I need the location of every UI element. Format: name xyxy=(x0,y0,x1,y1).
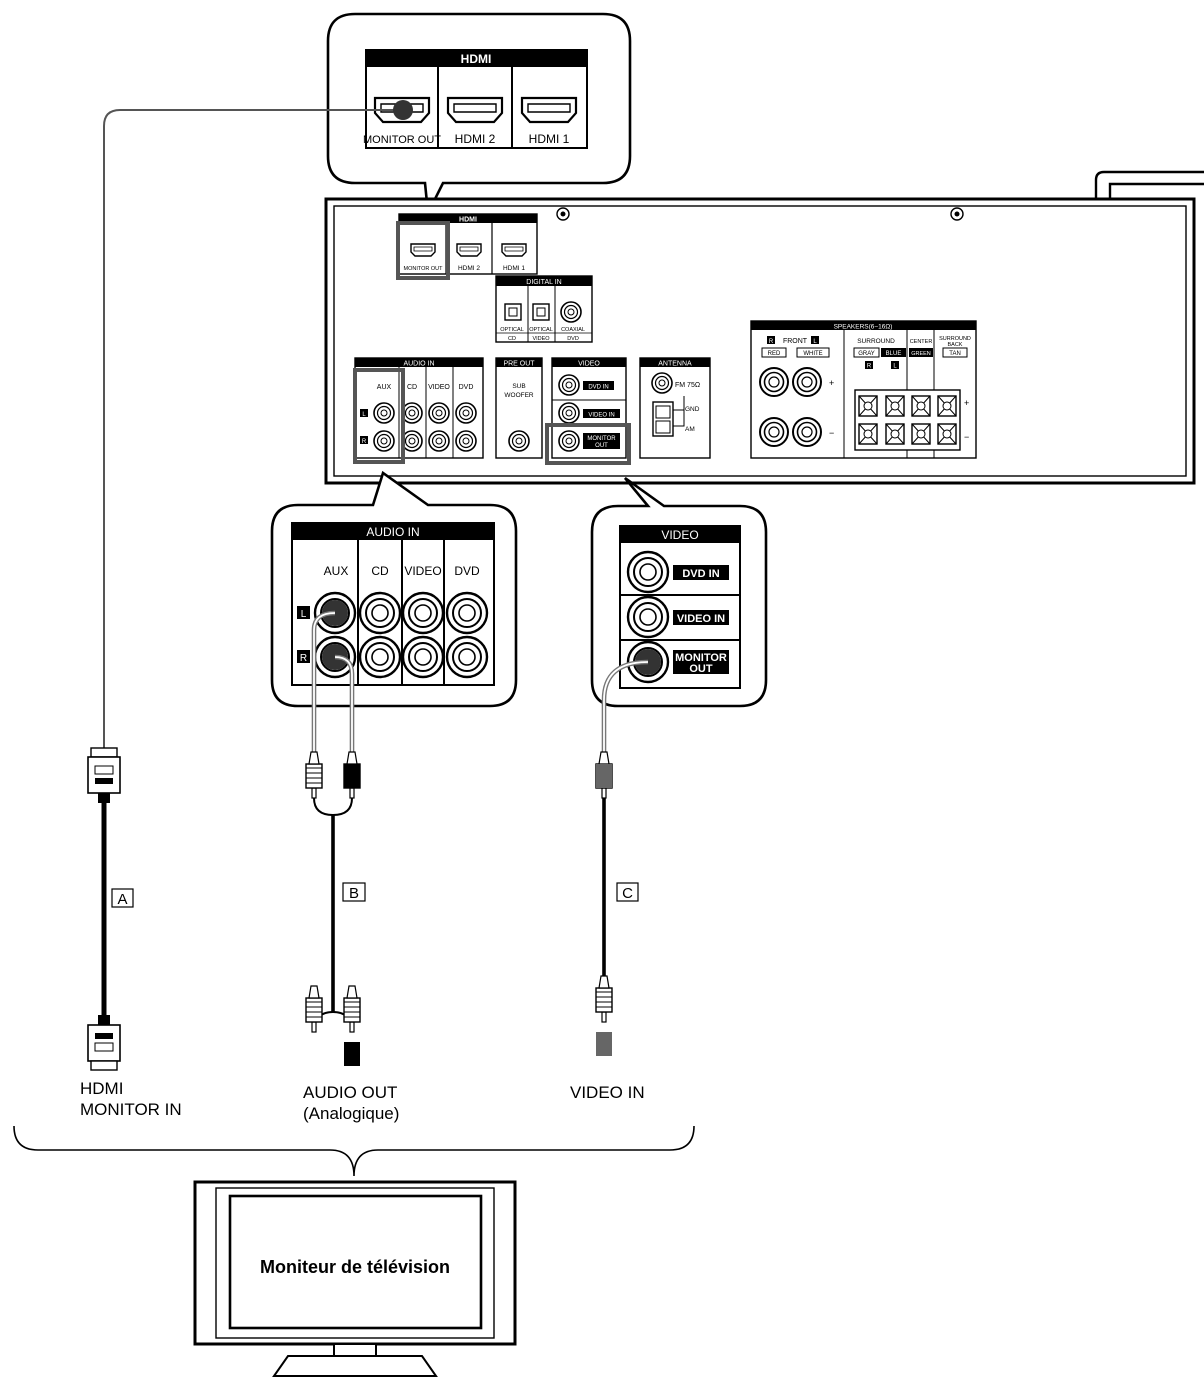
cable-c-video: C xyxy=(595,659,649,1056)
panel-tan-label: TAN xyxy=(949,351,961,357)
tv-label: Moniteur de télévision xyxy=(260,1257,450,1277)
zoom-out-badge: OUT xyxy=(689,663,713,675)
zoom-aux-label: AUX xyxy=(324,564,349,578)
tv-monitor: Moniteur de télévision xyxy=(193,1180,517,1377)
panel-center-label: CENTER xyxy=(910,339,933,345)
panel-out-badge: OUT xyxy=(595,443,608,449)
audio-in-zoom-callout: AUDIO IN AUX CD VIDEO DVD L R xyxy=(270,470,518,708)
cable-c-label: C xyxy=(622,885,633,902)
panel-l-badge: L xyxy=(362,412,366,418)
zoom-hdmi-header: HDMI xyxy=(461,52,492,66)
panel-cd-in-label: CD xyxy=(407,384,417,391)
panel-hdmi2-label: HDMI 2 xyxy=(458,265,480,272)
zoom-hdmi-2-port xyxy=(446,96,504,124)
zoom-cd-label: CD xyxy=(371,564,389,578)
panel-front-l-badge: L xyxy=(813,339,817,345)
panel-surround-back-1: SURROUND xyxy=(939,336,971,342)
panel-front-label: FRONT xyxy=(783,338,808,345)
panel-front-plus: + xyxy=(829,378,834,388)
panel-sub-label: SUB xyxy=(512,383,525,390)
panel-speaker-plus: + xyxy=(964,398,969,408)
panel-monitor-badge: MONITOR xyxy=(587,436,616,442)
panel-audio-in-header: AUDIO IN xyxy=(403,361,434,368)
cable-b-audio: B xyxy=(305,600,366,1066)
audio-out-label: AUDIO OUT (Analogique) xyxy=(303,1082,399,1124)
panel-digital-in-header: DIGITAL IN xyxy=(526,279,561,286)
panel-hdmi-header: HDMI xyxy=(459,217,477,224)
hdmi-label-line2: MONITOR IN xyxy=(80,1100,182,1119)
zoom-video-label: VIDEO xyxy=(404,564,441,578)
panel-surround-label: SURROUND xyxy=(857,338,895,345)
hdmi-monitor-in-label: HDMI MONITOR IN xyxy=(80,1078,182,1120)
zoom-dvd-label: DVD xyxy=(454,564,480,578)
zoom-hdmi2-label: HDMI 2 xyxy=(455,132,496,146)
panel-aux-label: AUX xyxy=(377,384,392,391)
panel-white-label: WHITE xyxy=(803,351,822,357)
panel-gnd-label: GND xyxy=(685,406,700,413)
panel-monitor-out-label: MONITOR OUT xyxy=(403,266,443,272)
panel-optical-video-label: OPTICAL xyxy=(529,327,553,333)
audio-label-line2: (Analogique) xyxy=(303,1104,400,1123)
panel-dvd-label: DVD xyxy=(567,336,579,342)
panel-video-label: VIDEO xyxy=(532,336,550,342)
panel-am-label: AM xyxy=(685,426,695,433)
panel-blue-label: BLUE xyxy=(886,351,902,357)
panel-pre-out-header: PRE OUT xyxy=(503,361,535,368)
panel-woofer-label: WOOFER xyxy=(504,392,534,399)
zoom-video-in-badge: VIDEO IN xyxy=(677,613,725,625)
panel-fm-label: FM 75Ω xyxy=(675,382,700,389)
panel-green-label: GREEN xyxy=(911,351,931,357)
panel-video-in-badge: VIDEO IN xyxy=(588,413,614,419)
zoom-hdmi1-label: HDMI 1 xyxy=(529,132,570,146)
panel-speakers-header: SPEAKERS(6−16Ω) xyxy=(834,324,893,331)
panel-front-minus: − xyxy=(829,428,834,438)
zoom-audio-header: AUDIO IN xyxy=(366,525,419,539)
receiver-rear-panel: HDMI MONITOR OUT HDMI 2 HDMI 1 DIGITAL I… xyxy=(324,170,1204,485)
zoom-hdmi-1-port xyxy=(520,96,578,124)
group-brace xyxy=(13,1125,695,1177)
panel-red-label: RED xyxy=(768,351,781,357)
panel-video-in-label: VIDEO xyxy=(428,384,450,391)
panel-front-r-badge: R xyxy=(769,339,774,345)
panel-surround-r-badge: R xyxy=(867,364,872,370)
panel-hdmi1-label: HDMI 1 xyxy=(503,265,525,272)
cable-a-label: A xyxy=(117,891,127,908)
hdmi-label-line1: HDMI xyxy=(80,1079,124,1098)
zoom-video-header: VIDEO xyxy=(661,528,698,542)
panel-r-badge: R xyxy=(362,439,367,445)
cable-a-hdmi: A xyxy=(87,100,413,1071)
video-in-label: VIDEO IN xyxy=(570,1083,645,1102)
panel-coaxial-label: COAXIAL xyxy=(561,327,585,333)
panel-surround-l-badge: L xyxy=(893,364,897,370)
audio-label-line1: AUDIO OUT xyxy=(303,1083,398,1102)
zoom-dvd-in-badge: DVD IN xyxy=(682,568,719,580)
panel-gray-label: GRAY xyxy=(858,351,875,357)
zoom-l-badge: L xyxy=(301,609,307,620)
panel-optical-cd-label: OPTICAL xyxy=(500,327,524,333)
panel-dvd-in-badge: DVD IN xyxy=(588,385,608,391)
panel-surround-back-2: BACK xyxy=(948,342,963,348)
panel-antenna-header: ANTENNA xyxy=(658,361,692,368)
panel-cd-label: CD xyxy=(508,336,516,342)
hdmi-zoom-callout: HDMI MONITOR OUT HDMI 2 HDMI 1 xyxy=(326,12,632,218)
zoom-r-badge: R xyxy=(300,653,307,664)
panel-video-header: VIDEO xyxy=(578,361,600,368)
zoom-monitor-out-label: MONITOR OUT xyxy=(363,134,441,146)
panel-speaker-minus: − xyxy=(964,432,969,442)
cable-b-label: B xyxy=(349,885,359,902)
panel-dvd-in-label: DVD xyxy=(459,384,474,391)
zoom-monitor-badge: MONITOR xyxy=(675,652,727,664)
